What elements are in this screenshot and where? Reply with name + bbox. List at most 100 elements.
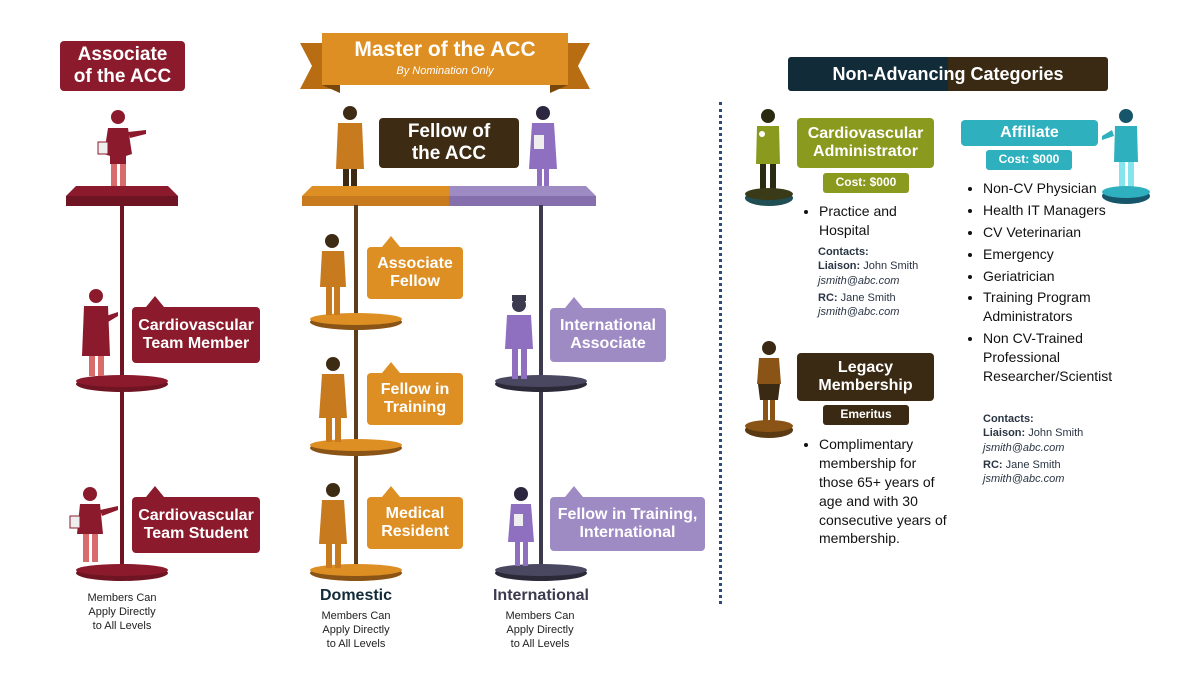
cv-admin-rc-email[interactable]: jsmith@abc.com	[818, 306, 900, 319]
affiliate-bullet: Non-CV Physician	[983, 179, 1128, 198]
affiliate-bullet: Health IT Managers	[983, 201, 1128, 220]
team-student-line1: Cardiovascular	[138, 506, 254, 524]
fellow-international-person-icon	[529, 106, 557, 193]
associate-top-platform	[66, 186, 178, 206]
associate-footer-l2: Apply Directly	[88, 605, 156, 618]
affiliate-rc-name: Jane Smith	[1005, 458, 1061, 471]
associate-fellow-line2: Fellow	[390, 273, 440, 290]
fellow-platform	[302, 186, 596, 206]
non-advancing-title-bar	[788, 57, 1108, 91]
legacy-bullet: Complimentary membership for those 65+ y…	[819, 435, 954, 548]
medical-resident-person-icon	[319, 483, 347, 568]
fellow-in-training-pointer	[382, 362, 400, 373]
cv-admin-line1: Cardiovascular	[807, 124, 924, 142]
affiliate-bullet: Geriatrician	[983, 267, 1128, 286]
affiliate-title: Affiliate	[1000, 123, 1059, 141]
fit-international-person-icon	[508, 487, 534, 566]
affiliate-rc-email[interactable]: jsmith@abc.com	[983, 473, 1065, 486]
team-member-line1: Cardiovascular	[138, 316, 254, 334]
cv-admin-contacts: Contacts: Liaison: John Smith jsmith@abc…	[818, 245, 938, 319]
affiliate-box: Affiliate	[961, 120, 1098, 146]
team-member-pointer	[146, 296, 164, 307]
associate-fellow-line1: Associate	[377, 254, 453, 272]
cv-admin-bullet: Practice and Hospital	[819, 202, 916, 240]
fellow-in-training-line2: Training	[383, 399, 447, 416]
associate-person-top-icon	[97, 110, 146, 186]
non-advancing-title: Non-Advancing Categories	[832, 64, 1064, 84]
legacy-line1: Legacy	[837, 358, 894, 376]
domestic-footer-l3: to All Levels	[326, 637, 386, 650]
domestic-footer: Members Can Apply Directly to All Levels	[296, 610, 416, 651]
affiliate-bullet: CV Veterinarian	[983, 223, 1128, 242]
section-divider	[719, 102, 722, 604]
medical-resident-pointer	[382, 486, 400, 497]
associate-fellow-person-icon	[320, 234, 346, 315]
fit-international-line1: Fellow in Training,	[557, 505, 698, 523]
international-footer: Members Can Apply Directly to All Levels	[480, 610, 600, 651]
international-associate-pointer	[565, 297, 583, 308]
cv-admin-rc-name: Jane Smith	[840, 291, 896, 304]
affiliate-contacts-label: Contacts:	[983, 413, 1034, 425]
cv-admin-line2: Administrator	[813, 143, 918, 160]
affiliate-bullet: Emergency	[983, 245, 1128, 264]
medical-resident-line2: Resident	[381, 523, 449, 540]
master-title: Master of the ACC	[354, 38, 536, 61]
fit-international-pointer	[565, 486, 583, 497]
affiliate-rc-label: RC:	[983, 458, 1003, 471]
cv-admin-liaison-name: John Smith	[863, 260, 919, 273]
associate-header-line1: Associate	[77, 44, 168, 66]
international-footer-l1: Members Can	[505, 610, 575, 622]
master-banner-ribbon	[300, 33, 590, 93]
fit-international-line2: International	[579, 524, 676, 541]
associate-footer-l1: Members Can	[87, 592, 157, 604]
cv-admin-platform	[745, 188, 793, 206]
affiliate-bullet: Training Program Administrators	[983, 288, 1128, 326]
international-platform-2	[495, 564, 587, 581]
associate-header-line2: of the ACC	[73, 66, 172, 87]
affiliate-liaison-email[interactable]: jsmith@abc.com	[983, 441, 1065, 454]
master-subtitle: By Nomination Only	[396, 65, 494, 77]
team-member-line2: Team Member	[142, 335, 250, 352]
legacy-person-icon	[757, 341, 781, 424]
domestic-footer-l1: Members Can	[321, 610, 391, 622]
cv-admin-person-icon	[756, 109, 780, 196]
legacy-emeritus-badge: Emeritus	[823, 405, 909, 425]
legacy-bullets: Complimentary membership for those 65+ y…	[806, 435, 954, 551]
domestic-platform-3	[310, 564, 402, 581]
domestic-platform-2	[310, 439, 402, 456]
fellow-line1: Fellow of	[407, 121, 491, 143]
medical-resident-line1: Medical	[385, 504, 445, 522]
legacy-platform	[745, 420, 793, 438]
associate-person-bottom-icon	[69, 487, 118, 562]
associate-footer-l3: to All Levels	[92, 619, 152, 632]
domestic-label: Domestic	[319, 587, 393, 604]
cv-admin-cost-badge: Cost: $000	[823, 173, 909, 193]
associate-bottom-platform	[76, 564, 168, 581]
international-associate-person-icon	[505, 295, 533, 379]
affiliate-liaison-name: John Smith	[1028, 427, 1084, 440]
international-associate-line2: Associate	[570, 335, 646, 352]
fellow-in-training-line1: Fellow in	[380, 380, 450, 398]
cv-admin-liaison-email[interactable]: jsmith@abc.com	[818, 274, 900, 287]
affiliate-liaison-label: Liaison:	[983, 427, 1026, 440]
affiliate-bullets: Non-CV Physician Health IT Managers CV V…	[970, 179, 1128, 389]
team-student-pointer	[146, 486, 164, 497]
fit-international-box: Fellow in Training,International	[550, 497, 705, 551]
cv-admin-rc-label: RC:	[818, 291, 838, 304]
international-footer-l2: Apply Directly	[506, 623, 574, 636]
affiliate-contacts: Contacts: Liaison: John Smith jsmith@abc…	[983, 412, 1113, 486]
legacy-line2: Membership	[818, 377, 913, 394]
cv-admin-liaison-label: Liaison:	[818, 260, 861, 273]
domestic-platform-1	[310, 313, 402, 330]
affiliate-bullet: Non CV-Trained Professional Researcher/S…	[983, 329, 1128, 386]
affiliate-platform	[1102, 186, 1150, 204]
fellow-in-training-person-icon	[319, 357, 347, 442]
domestic-pole	[354, 205, 358, 575]
